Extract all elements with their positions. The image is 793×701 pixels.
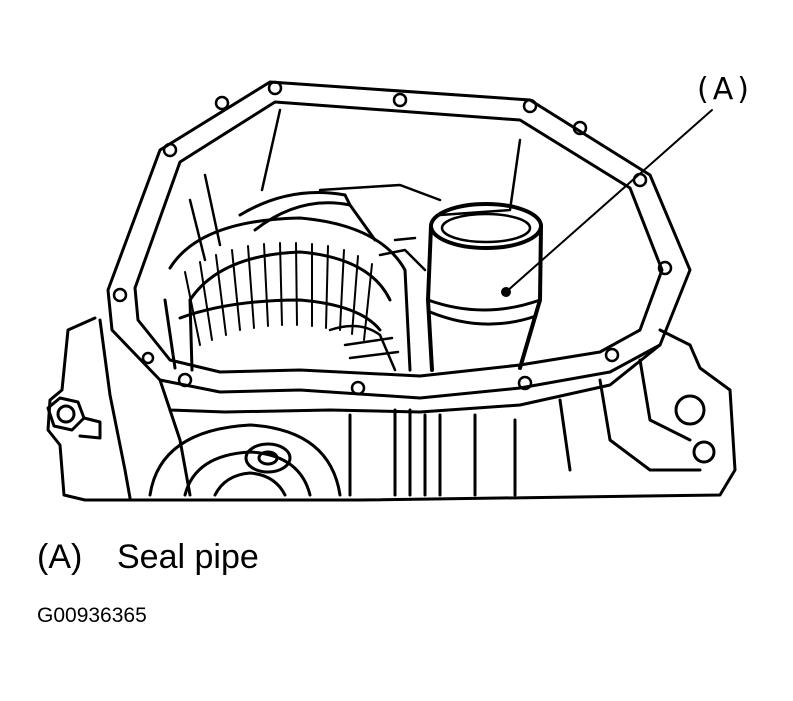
case-flange bbox=[106, 80, 692, 414]
flange-bolt-holes bbox=[112, 80, 673, 396]
figure-code: G00936365 bbox=[37, 604, 147, 627]
ring-gear bbox=[163, 191, 412, 372]
lower-boss bbox=[148, 423, 342, 497]
right-boss bbox=[674, 394, 716, 464]
callout-label-a: (A) bbox=[697, 72, 753, 107]
legend-label: Seal pipe bbox=[117, 538, 259, 576]
differential-carrier bbox=[328, 236, 427, 372]
figure-legend: (A) Seal pipe bbox=[37, 538, 259, 577]
interior-wall bbox=[188, 108, 522, 262]
side-bolt bbox=[46, 396, 102, 440]
callout-leader-line bbox=[505, 109, 713, 293]
case-body bbox=[46, 316, 737, 502]
seal-pipe bbox=[426, 202, 543, 372]
legend-key: (A) bbox=[37, 538, 83, 576]
